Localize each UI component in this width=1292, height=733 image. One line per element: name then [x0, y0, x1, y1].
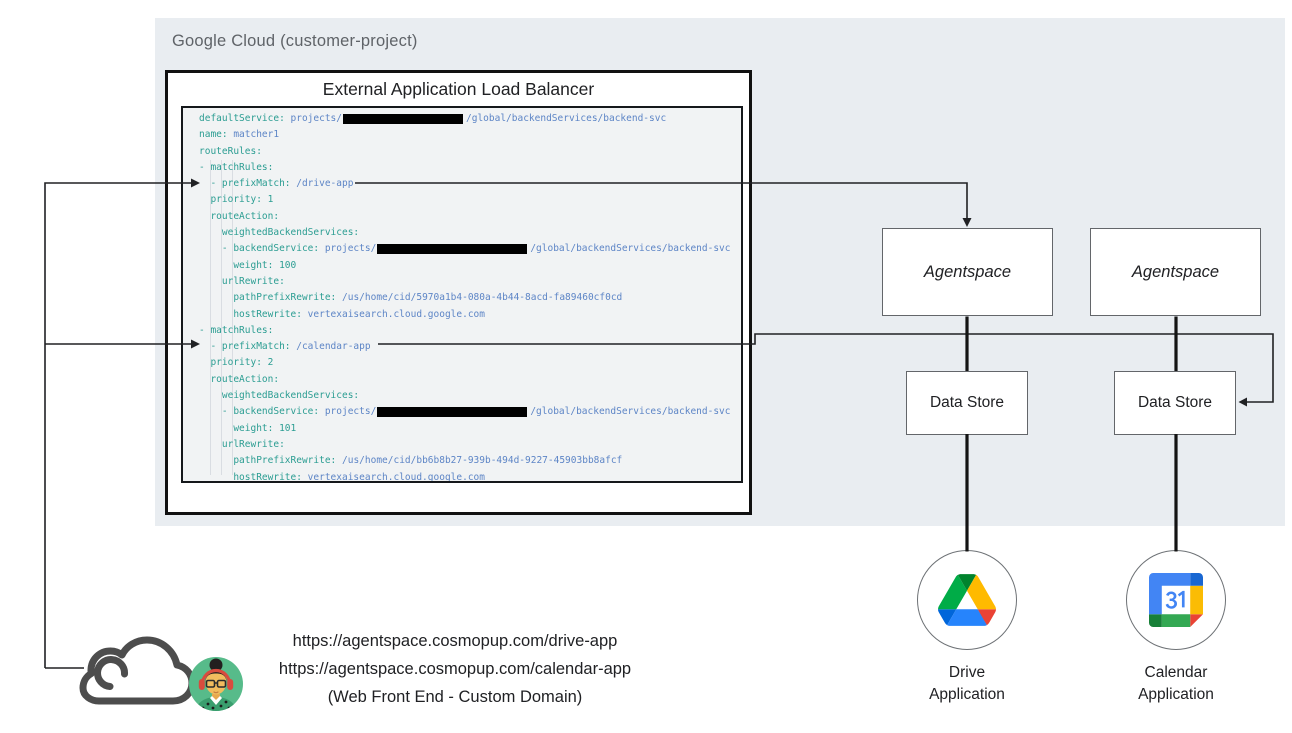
code-token: routeAction: [199, 373, 280, 385]
code-line: priority: 1 [199, 192, 739, 208]
code-token: weight: [199, 259, 274, 271]
code-token: weight: [199, 422, 274, 434]
drive-app-label: Drive Application [907, 662, 1027, 707]
code-line: weightedBackendServices: [199, 225, 739, 241]
code-line: - matchRules: [199, 160, 739, 176]
frontend-caption: (Web Front End - Custom Domain) [327, 688, 583, 706]
code-line: priority: 2 [199, 355, 739, 371]
code-line: - prefixMatch: /drive-app [199, 176, 739, 192]
code-line: hostRewrite: vertexaisearch.cloud.google… [199, 307, 739, 323]
code-token: priority: [199, 357, 262, 369]
code-line: pathPrefixRewrite: /us/home/cid/bb6b8b27… [199, 453, 739, 469]
indent-guide [210, 160, 211, 475]
code-token: urlRewrite: [199, 275, 285, 287]
code-token: 101 [273, 422, 297, 434]
redaction-bar [343, 113, 463, 124]
code-token: projects/ [319, 406, 377, 418]
code-line: defaultService: projects/ /global/backend… [199, 111, 739, 127]
code-token: weightedBackendServices: [199, 227, 360, 239]
drive-url: https://agentspace.cosmopup.com/drive-ap… [292, 632, 618, 650]
agentspace-label-1: Agentspace [923, 262, 1012, 281]
calendar-app-label-line1: Calendar [1144, 664, 1208, 681]
code-token: defaultService: [199, 113, 285, 124]
code-line: weightedBackendServices: [199, 388, 739, 404]
code-token: pathPrefixRewrite: [199, 455, 337, 467]
code-token: /us/home/cid/5970a1b4-080a-4b44-8acd-fa8… [336, 292, 623, 304]
code-line: hostRewrite: vertexaisearch.cloud.google… [199, 470, 739, 483]
code-token: priority: [199, 194, 262, 206]
code-token: /global/backendServices/backend-svc [466, 113, 667, 124]
calendar-app-label: Calendar Application [1106, 662, 1246, 707]
code-token: - backendService: [199, 406, 320, 418]
code-token: vertexaisearch.cloud.google.com [301, 471, 485, 483]
load-balancer-title: External Application Load Balancer [322, 79, 595, 99]
datastore-label-2: Data Store [1137, 394, 1213, 411]
code-token: /us/home/cid/bb6b8b27-939b-494d-9227-459… [336, 455, 623, 467]
code-line: name: matcher1 [199, 127, 739, 143]
code-token: - backendService: [199, 243, 320, 255]
code-token: /calendar-app [290, 341, 371, 353]
code-line: - prefixMatch: /calendar-app [199, 339, 739, 355]
code-line: routeAction: [199, 209, 739, 225]
calendar-url: https://agentspace.cosmopup.com/calendar… [278, 660, 632, 678]
code-token: hostRewrite: [199, 308, 302, 320]
code-token: routeRules: [199, 145, 262, 157]
code-token: urlRewrite: [199, 438, 285, 450]
code-token: - prefixMatch: [199, 178, 291, 190]
drive-app-label-line2: Application [929, 686, 1005, 704]
load-balancer-box: External Application Load Balancer defau… [165, 70, 752, 515]
datastore-box-1: Data Store [906, 371, 1028, 435]
code-line: urlRewrite: [199, 437, 739, 453]
redaction-bar [377, 243, 528, 254]
code-token: - prefixMatch: [199, 341, 291, 353]
code-line: urlRewrite: [199, 274, 739, 290]
code-token: hostRewrite: [199, 471, 302, 483]
internet-cloud-icon [78, 624, 200, 719]
redaction-bar [377, 406, 528, 417]
code-line: - backendService: projects/ /global/backe… [199, 241, 739, 257]
datastore-box-2: Data Store [1114, 371, 1236, 435]
code-token: /global/backendServices/backend-svc [530, 406, 731, 418]
drive-app-label-line1: Drive [948, 664, 986, 681]
code-token: name: [199, 129, 228, 141]
code-lines: defaultService: projects/ /global/backend… [199, 111, 739, 481]
yaml-code-block: defaultService: projects/ /global/backend… [181, 106, 743, 483]
code-token: projects/ [284, 113, 342, 124]
calendar-app-circle [1126, 550, 1226, 650]
code-line: weight: 101 [199, 421, 739, 437]
code-token: 2 [261, 357, 274, 369]
code-token: matcher1 [227, 129, 280, 141]
code-line: routeRules: [199, 144, 739, 160]
code-token: routeAction: [199, 210, 280, 222]
google-calendar-icon [1149, 573, 1203, 627]
user-avatar [188, 656, 244, 717]
region-title: Google Cloud (customer-project) [172, 32, 418, 50]
code-token: /drive-app [290, 178, 354, 190]
code-token: weightedBackendServices: [199, 390, 360, 402]
code-line: - matchRules: [199, 323, 739, 339]
code-token: /global/backendServices/backend-svc [530, 243, 731, 255]
code-token: pathPrefixRewrite: [199, 292, 337, 304]
indent-guide [232, 160, 233, 475]
frontend-urls: https://agentspace.cosmopup.com/drive-ap… [230, 627, 680, 711]
agentspace-box-1: Agentspace [882, 228, 1053, 316]
google-drive-icon [938, 574, 996, 626]
code-token: vertexaisearch.cloud.google.com [301, 308, 485, 320]
code-token: 1 [261, 194, 274, 206]
code-line: routeAction: [199, 372, 739, 388]
agentspace-label-2: Agentspace [1131, 262, 1220, 281]
datastore-label-1: Data Store [929, 394, 1005, 411]
code-token: 100 [273, 259, 297, 271]
indent-guide [221, 160, 222, 475]
code-line: weight: 100 [199, 258, 739, 274]
code-token: - matchRules: [199, 161, 274, 173]
drive-app-circle [917, 550, 1017, 650]
code-token: projects/ [319, 243, 377, 255]
calendar-app-label-line2: Application [1138, 686, 1214, 704]
code-line: - backendService: projects/ /global/backe… [199, 404, 739, 420]
code-token: - matchRules: [199, 324, 274, 336]
agentspace-box-2: Agentspace [1090, 228, 1261, 316]
code-line: pathPrefixRewrite: /us/home/cid/5970a1b4… [199, 290, 739, 306]
